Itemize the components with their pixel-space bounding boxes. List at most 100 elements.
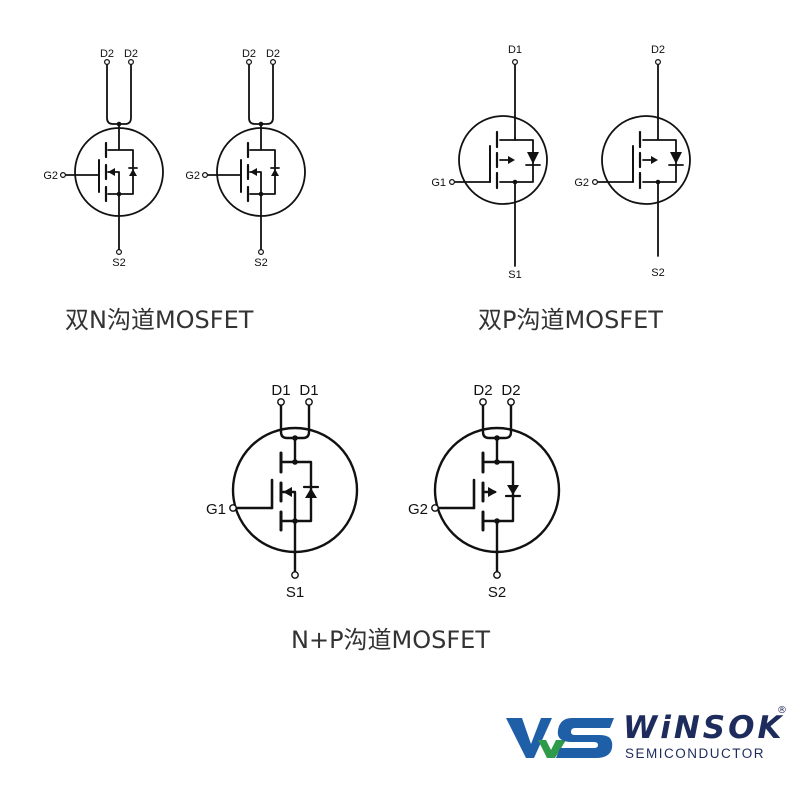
drain-terminal [511, 58, 518, 65]
pin-label-drain: D2 [651, 44, 665, 56]
pin-label-source: S2 [488, 584, 506, 601]
pin-label-drain: D2 [473, 382, 492, 399]
gate-terminal [59, 172, 66, 179]
junction-dot [655, 179, 661, 185]
junction-dot [292, 518, 298, 524]
pin-label-drain: D2 [266, 48, 280, 60]
ws-monogram-icon [506, 718, 614, 758]
pin-label-gate: G2 [408, 501, 428, 518]
dual-p-channel-group: D1 G1 S1 D2 G2 S2 双P沟道MOSFET [431, 44, 691, 334]
pin-label-source: S1 [508, 269, 521, 281]
junction-dot [258, 121, 264, 127]
source-terminal [493, 571, 501, 579]
drain-wire [281, 436, 313, 523]
dual-n-channel-group: D2 D2 G2 S2 D2 D2 G2 S2 [43, 48, 306, 334]
channel-arrow [488, 487, 497, 497]
pin-label-drain: D2 [501, 382, 520, 399]
mosfet-circle [601, 115, 691, 205]
pin-label-drain: D2 [100, 48, 114, 60]
brand-name: WiNSOK [623, 710, 784, 746]
registered-mark: ® [777, 705, 787, 716]
junction-dot [494, 435, 500, 441]
body-diode [670, 152, 682, 164]
drain-lead-right [118, 61, 132, 125]
drain-lead-right [293, 401, 311, 440]
mosfet-symbol: D1 D1 G1 S1 [206, 382, 359, 601]
channel-arrow [250, 168, 257, 176]
drain-lead-right [495, 401, 513, 440]
drain-terminal [507, 398, 515, 406]
drain-terminal [270, 58, 277, 65]
junction-dot [292, 435, 298, 441]
drain-terminal [305, 398, 313, 406]
drain-lead-left [481, 401, 499, 440]
drain-terminal [128, 58, 135, 65]
source-wire [107, 171, 120, 251]
body-diode [271, 169, 279, 176]
drain-lead-left [106, 61, 120, 125]
drain-wire [249, 123, 276, 195]
pin-label-gate: G1 [206, 501, 226, 518]
pin-label-drain: D2 [124, 48, 138, 60]
drain-wire [499, 61, 534, 183]
junction-dot [116, 121, 122, 127]
gate-terminal [201, 172, 208, 179]
body-diode [507, 485, 519, 495]
source-wire [642, 159, 659, 257]
group-caption: N+P沟道MOSFET [291, 626, 490, 654]
mosfet-symbol: D2 D2 G2 S2 [43, 48, 164, 269]
junction-dot [116, 191, 122, 197]
drain-terminal [654, 58, 661, 65]
pin-label-gate: G2 [43, 170, 58, 182]
pin-label-drain: D2 [242, 48, 256, 60]
winsok-logo: WiNSOK SEMICONDUCTOR ® [506, 705, 787, 761]
source-terminal [115, 249, 122, 256]
source-wire [281, 490, 297, 574]
channel-arrow [508, 156, 515, 164]
source-wire [499, 159, 516, 267]
mosfet-symbol: D2 G2 S2 [574, 44, 691, 279]
pin-label-drain: D1 [508, 44, 522, 56]
pin-label-gate: G2 [185, 170, 200, 182]
body-diode [305, 488, 317, 498]
pin-label-drain: D1 [299, 382, 318, 399]
source-terminal [291, 571, 299, 579]
drain-terminal [277, 398, 285, 406]
pin-label-gate: G2 [574, 177, 589, 189]
drain-lead-right [260, 61, 274, 125]
pin-label-drain: D1 [271, 382, 290, 399]
junction-dot [512, 179, 518, 185]
drain-terminal [103, 58, 110, 65]
mosfet-symbol: D1 G1 S1 [431, 44, 548, 281]
drain-wire [642, 61, 677, 183]
drain-lead-left [248, 61, 262, 125]
brand-subtitle: SEMICONDUCTOR [625, 746, 765, 761]
channel-arrow [651, 156, 658, 164]
gate-terminal [229, 504, 237, 512]
gate-terminal [449, 179, 456, 186]
mosfet-circle [458, 115, 548, 205]
junction-dot [292, 459, 298, 465]
source-wire [483, 490, 499, 574]
drain-wire [107, 123, 134, 195]
n-plus-p-channel-group: D1 D1 G1 S1 D2 D2 G2 [206, 382, 561, 654]
body-diode [129, 169, 137, 176]
drain-lead-left [279, 401, 297, 440]
gate-terminal [431, 504, 439, 512]
mosfet-symbol: D2 D2 G2 S2 [408, 382, 561, 601]
junction-dot [494, 459, 500, 465]
drain-terminal [479, 398, 487, 406]
junction-dot [258, 191, 264, 197]
channel-arrow [283, 487, 292, 497]
channel-arrow [108, 168, 115, 176]
pin-label-source: S2 [254, 257, 267, 269]
mosfet-symbol: D2 D2 G2 S2 [185, 48, 306, 269]
source-wire [249, 171, 262, 251]
drain-wire [483, 436, 515, 523]
junction-dot [494, 518, 500, 524]
pin-label-source: S2 [651, 267, 664, 279]
pin-label-source: S1 [286, 584, 304, 601]
group-caption: 双N沟道MOSFET [65, 306, 254, 334]
